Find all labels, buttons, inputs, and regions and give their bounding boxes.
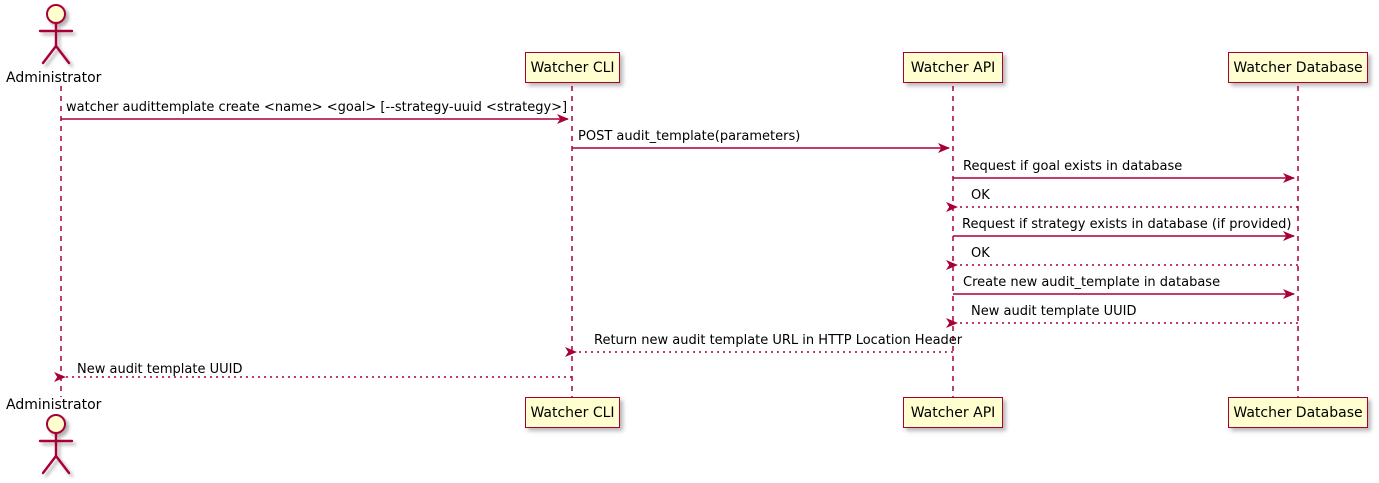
- participant-label: Watcher Database: [1233, 404, 1363, 421]
- message-label-5: Request if strategy exists in database (…: [962, 217, 1292, 232]
- message-label-3: Request if goal exists in database: [963, 159, 1183, 174]
- participant-box-watcher-api-top[interactable]: Watcher API: [903, 52, 1003, 83]
- actor-administrator-bottom: [38, 414, 74, 475]
- message-label-2: POST audit_template(parameters): [578, 129, 801, 144]
- message-label-4: OK: [971, 188, 990, 203]
- participant-box-watcher-cli-bottom[interactable]: Watcher CLI: [525, 397, 620, 428]
- participant-box-watcher-cli-top[interactable]: Watcher CLI: [525, 52, 620, 83]
- message-label-6: OK: [971, 246, 990, 261]
- message-arrows: [54, 114, 1298, 382]
- participant-label: Watcher API: [910, 404, 996, 421]
- participant-box-watcher-database-top[interactable]: Watcher Database: [1228, 52, 1368, 83]
- message-label-8: New audit template UUID: [971, 304, 1137, 319]
- participant-box-watcher-database-bottom[interactable]: Watcher Database: [1228, 397, 1368, 428]
- lifelines: [60, 86, 1299, 397]
- participant-label: Watcher Database: [1233, 59, 1363, 76]
- message-label-9: Return new audit template URL in HTTP Lo…: [594, 333, 963, 348]
- participant-label: Watcher CLI: [530, 404, 615, 421]
- participant-label: Watcher CLI: [530, 59, 615, 76]
- participant-label: Watcher API: [910, 59, 996, 76]
- message-label-10: New audit template UUID: [77, 362, 243, 377]
- participant-box-watcher-api-bottom[interactable]: Watcher API: [903, 397, 1003, 428]
- actor-administrator-top: [38, 4, 74, 65]
- actor-label-administrator-bottom: Administrator: [6, 397, 102, 413]
- message-label-1: watcher audittemplate create <name> <goa…: [66, 100, 568, 115]
- actor-label-administrator-top: Administrator: [6, 70, 102, 86]
- message-label-7: Create new audit_template in database: [963, 275, 1221, 290]
